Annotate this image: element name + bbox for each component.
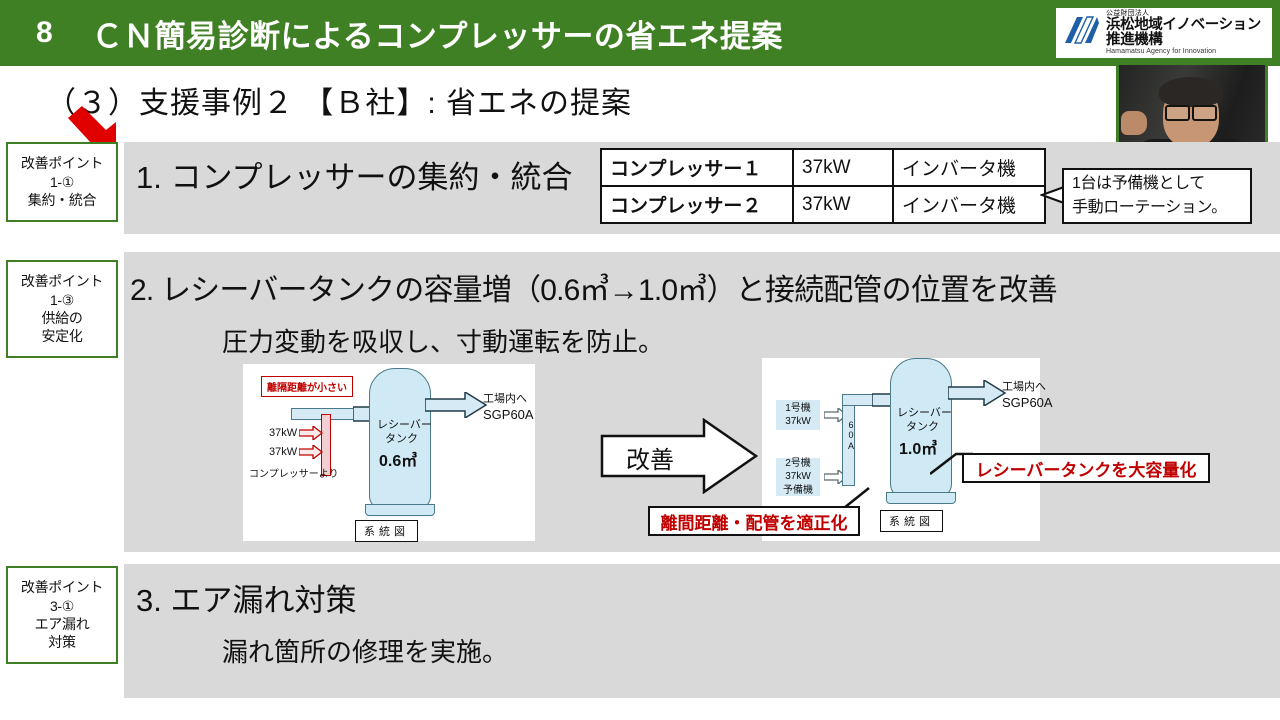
pipe-size-digit-1: 6 [848, 420, 854, 430]
outlet-label-line-2: SGP60A [483, 407, 534, 422]
tag-2-line-4: 安定化 [41, 328, 83, 345]
spare-unit-callout: 1台は予備機として 手動ローテーション。 [1062, 168, 1252, 224]
compressor-1-name: コンプレッサー１ [600, 148, 794, 187]
tag-1-line-3: 集約・統合 [27, 192, 97, 209]
tank-capacity-callout: レシーバータンクを大容量化 [962, 453, 1210, 483]
pipe-size-digit-2: 0 [848, 430, 854, 441]
compressor-1-type: インバータ機 [892, 148, 1046, 187]
slide-subtitle: （３）支援事例２ 【Ｂ社】: 省エネの提案 [46, 87, 633, 120]
section-2-heading: 2. レシーバータンクの容量増（0.6㎥→1.0㎥）と接続配管の位置を改善 [130, 274, 1058, 307]
tag-3-line-1: 改善ポイント [20, 579, 104, 596]
input-arrow-2-icon [299, 445, 323, 459]
riser-pipe-red [321, 414, 331, 476]
section-3-panel [124, 564, 1280, 698]
input-power-1: 37kW [269, 427, 298, 439]
outlet-after-line-2: SGP60A [1002, 395, 1053, 410]
section-1-heading: 1. コンプレッサーの集約・統合 [136, 160, 573, 195]
callout-line-2: 手動ローテーション。 [1072, 199, 1227, 216]
section-3-subtext: 漏れ箇所の修理を実施。 [222, 637, 509, 667]
page-number: 8 [36, 16, 54, 49]
receiver-tank-after [890, 358, 952, 498]
tank-name-line-2: タンク [385, 433, 418, 445]
tag-3-line-4: 対策 [48, 634, 76, 651]
compressor-2-type: インバータ機 [892, 185, 1046, 224]
unit-2-line-1: 2号機 [785, 457, 811, 469]
compressor-spec-table: コンプレッサー１ 37kW インバータ機 コンプレッサー２ 37kW インバータ… [600, 148, 1046, 224]
page-title: ＣＮ簡易診断によるコンプレッサーの省エネ提案 [91, 18, 783, 54]
table-row: コンプレッサー１ 37kW インバータ機 [600, 148, 1046, 187]
improvement-arrow-label: 改善 [626, 447, 674, 474]
unit-1-line-2: 37kW [785, 416, 811, 427]
input-power-2: 37kW [269, 446, 298, 458]
unit-1-line-1: 1号機 [785, 402, 811, 414]
tank-after-name-line-2: タンク [906, 421, 939, 433]
compressor-2-power: 37kW [792, 185, 894, 224]
tag-1-line-1: 改善ポイント [20, 155, 104, 172]
tank-name-line-1: レシーバー [377, 419, 432, 431]
improvement-tag-1: 改善ポイント 1-① 集約・統合 [6, 142, 118, 222]
logo-line-2: 浜松地域イノベーション推進機構 [1106, 16, 1261, 48]
tank-volume-before: 0.6㎥ [379, 453, 418, 470]
system-diagram-caption-before: 系統図 [355, 520, 418, 542]
input-arrow-1-icon [299, 426, 323, 440]
improvement-tag-2: 改善ポイント 1-③ 供給の 安定化 [6, 260, 118, 358]
pipe-optimization-callout: 離間距離・配管を適正化 [648, 506, 860, 536]
warning-label-distance: 離隔距離が小さい [261, 376, 353, 397]
table-row: コンプレッサー２ 37kW インバータ機 [600, 185, 1046, 224]
compressor-2-name: コンプレッサー２ [600, 185, 794, 224]
tag-2-line-1: 改善ポイント [20, 273, 104, 290]
improvement-tag-3: 改善ポイント 3-① エア漏れ 対策 [6, 566, 118, 664]
tank-after-name-line-1: レシーバー [897, 407, 952, 419]
unit-1-chip: 1号機 37kW [776, 400, 820, 430]
outlet-arrow-after-icon [948, 380, 1006, 406]
callout-tail-icon [1039, 186, 1065, 204]
organization-logo: 公益財団法人 浜松地域イノベーション推進機構 Hamamatsu Agency … [1056, 8, 1272, 58]
tag-2-line-3: 供給の [41, 310, 83, 326]
logo-mark-icon [1061, 13, 1101, 53]
system-diagram-caption-after: 系統図 [880, 510, 943, 532]
tag-3-line-3: エア漏れ [34, 616, 90, 632]
logo-line-3: Hamamatsu Agency for Innovation [1106, 48, 1217, 56]
compressor-1-power: 37kW [792, 148, 894, 187]
outlet-arrow-icon [425, 392, 487, 418]
callout-line-1: 1台は予備機として [1072, 175, 1205, 192]
speaker-hair [1159, 77, 1223, 107]
improvement-arrow-icon [600, 417, 759, 495]
tag-3-line-2: 3-① [49, 597, 75, 614]
tank-base-before [365, 504, 435, 516]
pipe-size-letter: A [847, 440, 854, 451]
tank-base-after [886, 492, 956, 504]
tag-2-line-2: 1-③ [49, 291, 75, 308]
unit-2-chip: 2号機 37kW 予備機 [776, 458, 820, 496]
speaker-hand [1121, 111, 1147, 135]
tank-volume-after: 1.0㎥ [899, 441, 938, 458]
outlet-after-line-1: 工場内へ [1002, 381, 1046, 393]
logo-line-1: 公益財団法人 [1106, 10, 1150, 18]
receiver-tank-before [369, 368, 431, 510]
pipe-inner-line [854, 398, 860, 486]
source-label: コンプレッサーより [249, 469, 339, 480]
section-3-heading: 3. エア漏れ対策 [136, 583, 357, 618]
diagram-before: 離隔距離が小さい 37kW 37kW コンプレッサーより レシーバー タンク 0… [243, 364, 535, 542]
unit-2-line-2: 37kW [785, 471, 811, 483]
speaker-glasses-icon [1165, 105, 1217, 121]
section-2-subtext: 圧力変動を吸収し、寸動運転を防止。 [222, 327, 665, 357]
unit-2-line-3: 予備機 [783, 484, 813, 496]
tag-1-line-2: 1-① [49, 173, 75, 190]
outlet-label-line-1: 工場内へ [483, 393, 527, 405]
